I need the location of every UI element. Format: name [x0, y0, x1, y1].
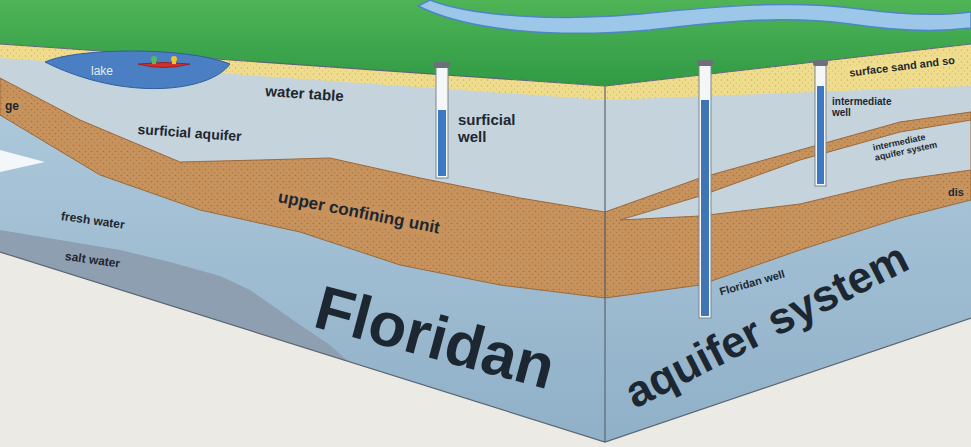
- label-holder: dis: [946, 182, 966, 200]
- canoe-icon: [134, 52, 194, 72]
- edge-fragment: dis: [946, 186, 966, 198]
- confining-texture: [0, 78, 605, 298]
- floridan-limestone: [600, 0, 971, 447]
- label-holder: ge: [3, 96, 21, 114]
- label-holder: intermediate well: [832, 96, 904, 118]
- edge-fragment: ge: [3, 100, 21, 113]
- confining-layer: [605, 112, 971, 298]
- left-face: [0, 0, 610, 447]
- block-edge: [0, 44, 971, 442]
- floridan-limestone: [0, 0, 610, 447]
- confining-texture: [605, 112, 971, 298]
- well-label: surficial well: [458, 112, 538, 145]
- right-face: [600, 0, 971, 447]
- recharge-wedge: [0, 150, 45, 172]
- floridan-well-pipe: [697, 60, 713, 318]
- confining-layer: [0, 78, 605, 298]
- river: [418, 0, 971, 33]
- lake-shape: [45, 51, 230, 89]
- lake-shape: [45, 48, 230, 98]
- salt-water-zone: [0, 230, 360, 447]
- lake-label: lake: [45, 48, 113, 78]
- intermediate-aquifer-lens: [620, 120, 971, 220]
- surficial-well-pipe: [434, 62, 450, 178]
- label-holder: surficial well: [458, 112, 538, 145]
- intermediate-well-pipe: [813, 60, 828, 186]
- lake-node: lake: [45, 48, 230, 98]
- well-label: intermediate well: [832, 96, 904, 118]
